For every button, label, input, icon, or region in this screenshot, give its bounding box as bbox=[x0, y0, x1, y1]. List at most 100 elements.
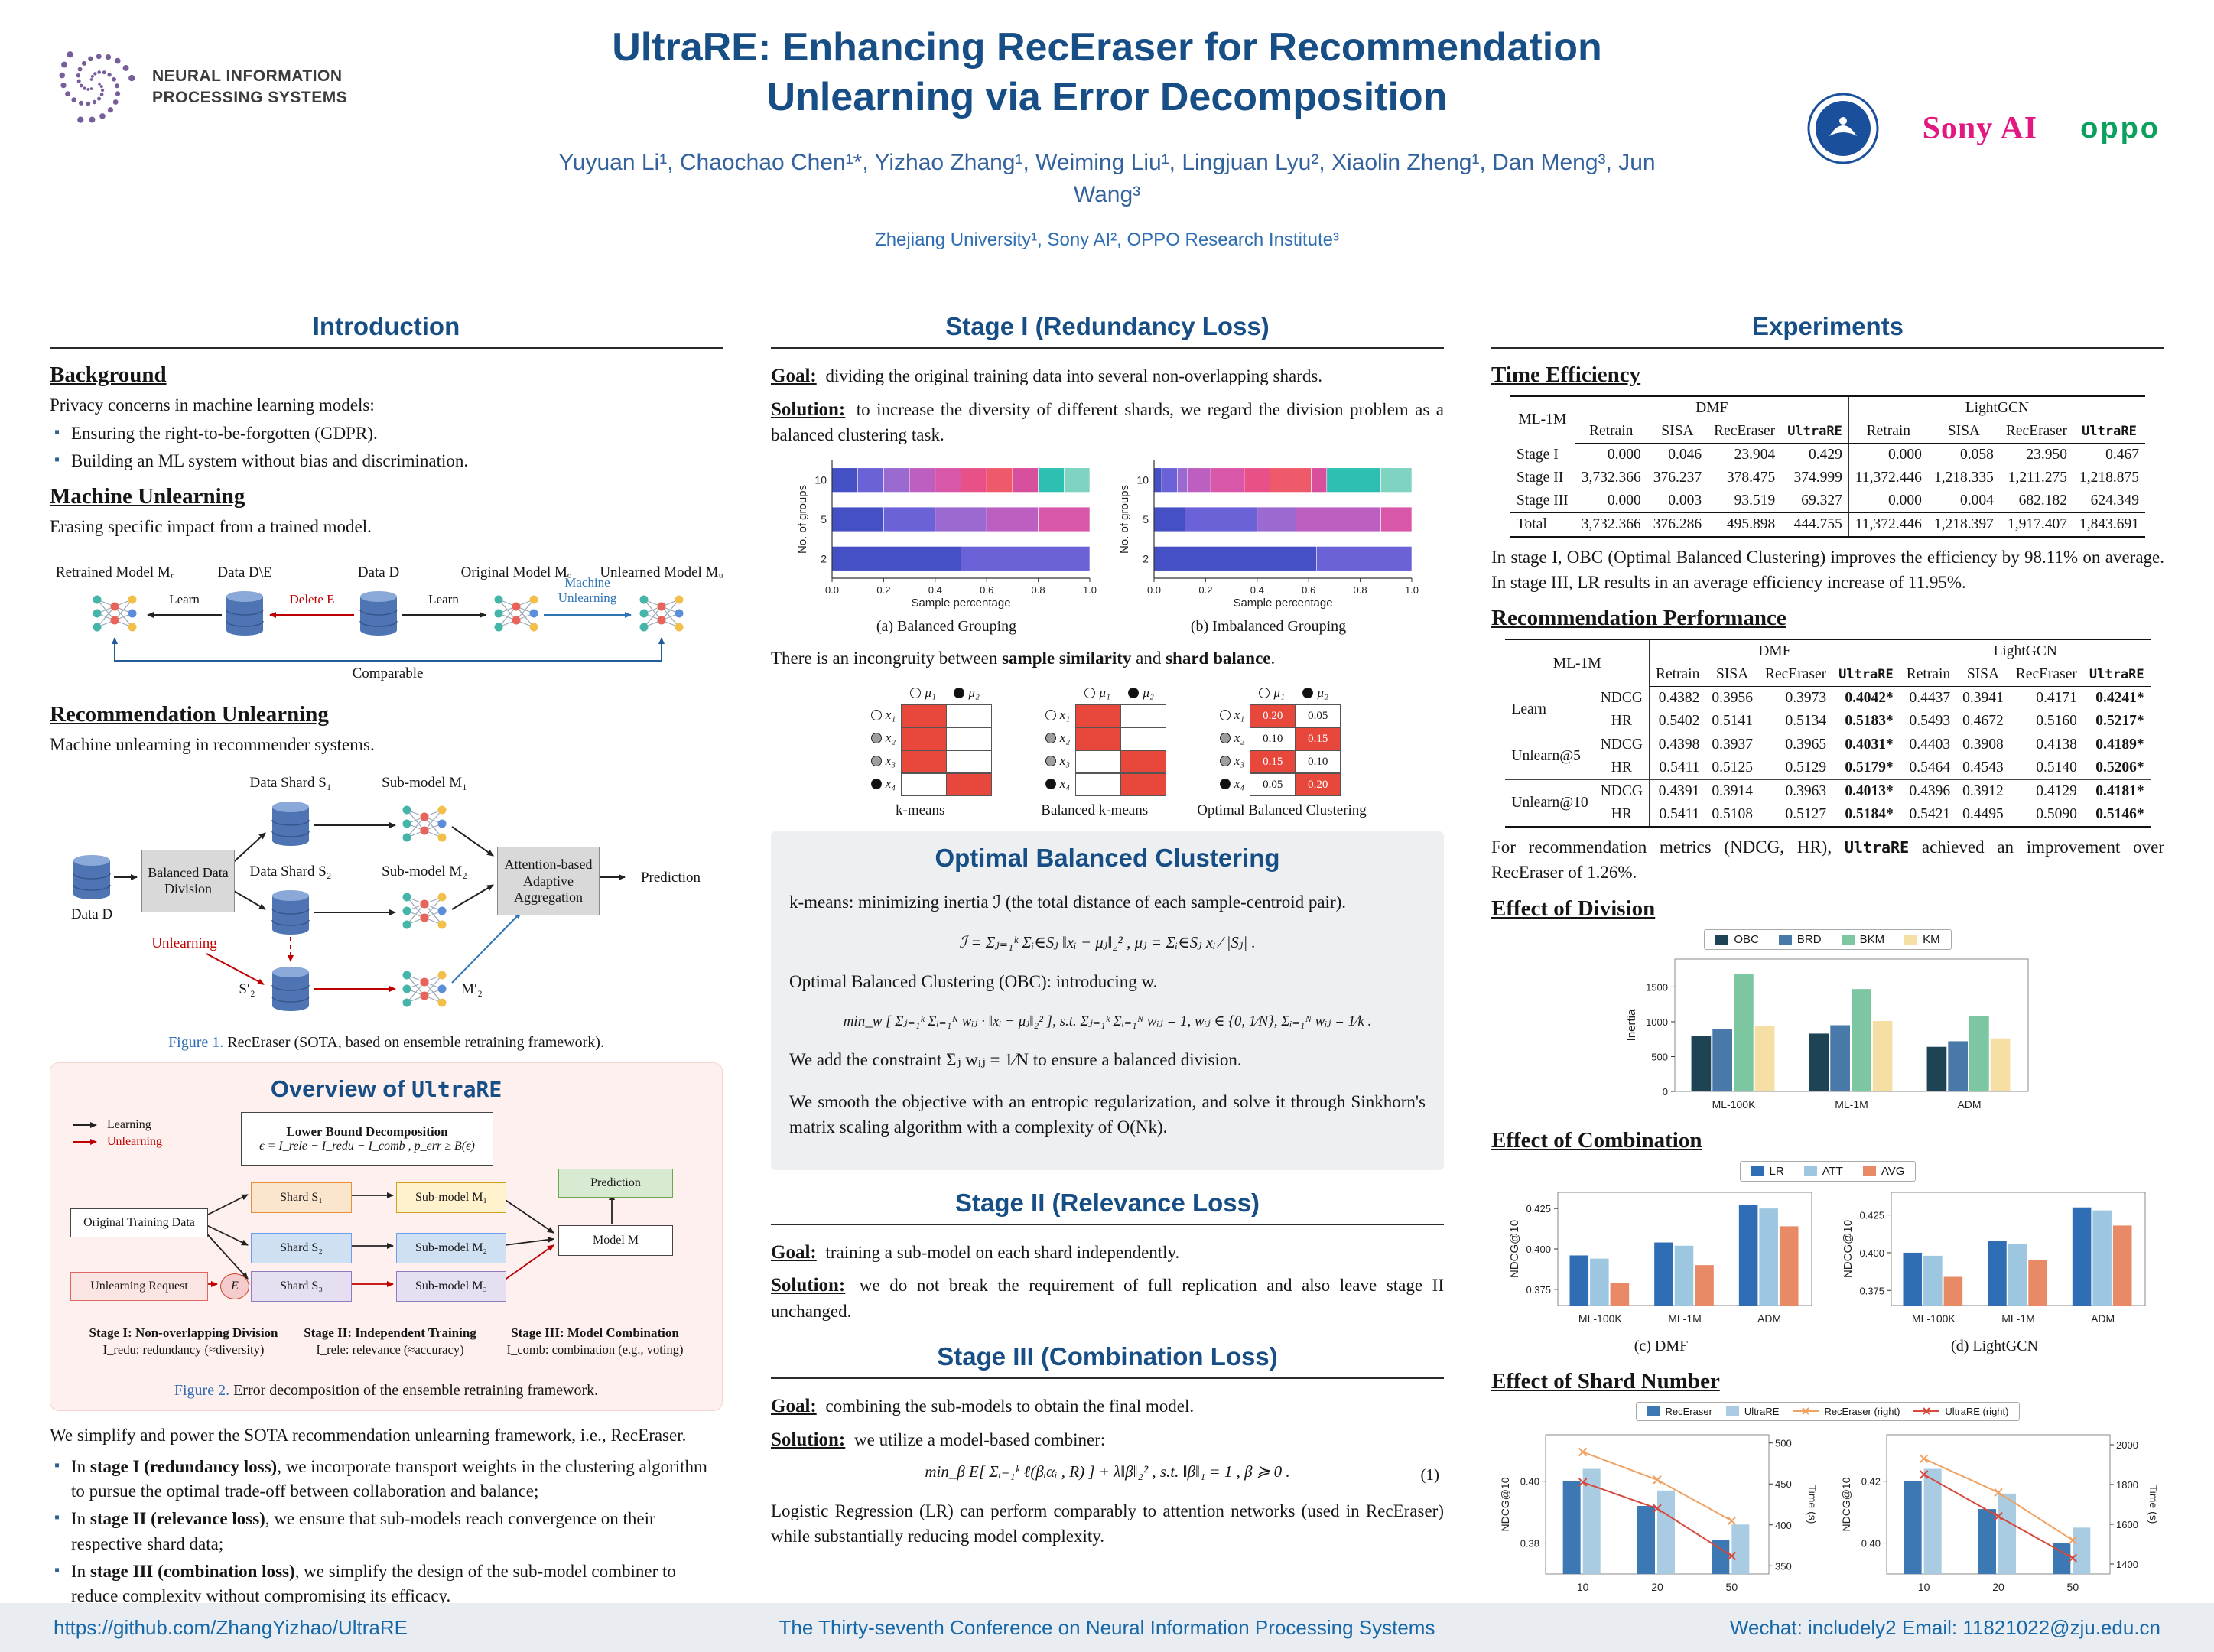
error-decomposition-figure: Lower Bound Decomposition ϵ = I_rele − I… bbox=[69, 1112, 704, 1376]
neural-network-icon bbox=[639, 595, 684, 632]
legend-swatch-icon bbox=[1778, 934, 1792, 945]
table-header-cell: Retrain bbox=[1649, 663, 1706, 688]
table-cell: 0.5183* bbox=[1845, 713, 1894, 730]
shard-1-box: Shard S₁ bbox=[251, 1182, 352, 1214]
svg-text:0.2: 0.2 bbox=[876, 584, 890, 596]
table-cell: 0.4189* bbox=[2082, 733, 2151, 757]
legend-label: LR bbox=[1769, 1164, 1784, 1178]
svg-text:20: 20 bbox=[1992, 1581, 2004, 1593]
svg-text:NDCG@10: NDCG@10 bbox=[1842, 1220, 1855, 1278]
table-cell: 0.3956 bbox=[1712, 690, 1753, 707]
svg-text:20: 20 bbox=[1651, 1581, 1663, 1593]
legend-item: BRD bbox=[1778, 932, 1822, 946]
unlearning-arrow-icon bbox=[73, 1139, 97, 1146]
obc-title: Optimal Balanced Clustering bbox=[935, 844, 1280, 873]
svg-text:1.0: 1.0 bbox=[1083, 584, 1097, 596]
unlearned-model-label: Unlearned Model Mᵤ bbox=[600, 564, 723, 581]
list-item: Ensuring the right-to-be-forgotten (GDPR… bbox=[50, 421, 723, 446]
balanced-data-division-box: Balanced Data Division bbox=[141, 850, 235, 913]
original-model-label: Original Model Mₒ bbox=[460, 564, 572, 581]
svg-text:0.6: 0.6 bbox=[980, 584, 993, 596]
legend-item: LR bbox=[1751, 1165, 1784, 1178]
method-column: Stage I (Redundancy Loss) Goal: dividing… bbox=[771, 312, 1444, 1567]
assignment-cell bbox=[1120, 704, 1167, 728]
point-marker bbox=[910, 688, 922, 699]
unlearning-label: Unlearning bbox=[151, 935, 217, 952]
svg-text:0.6: 0.6 bbox=[1302, 584, 1315, 596]
svg-text:ML-100K: ML-100K bbox=[1578, 1312, 1622, 1325]
github-link[interactable]: https://github.com/ZhangYizhao/UltraRE bbox=[54, 1615, 408, 1639]
table-cell: 0.4042* bbox=[1845, 690, 1894, 707]
table-cell: 0.3912 bbox=[1956, 779, 2010, 804]
table-header-cell: DMF bbox=[1695, 400, 1728, 416]
legend-item: ATT bbox=[1803, 1165, 1843, 1178]
assignment-cell bbox=[1120, 750, 1167, 774]
introduction-column: Introduction Background Privacy concerns… bbox=[50, 312, 723, 1616]
assignment-cell: 0.10 bbox=[1250, 727, 1296, 751]
panel-caption: k-means bbox=[896, 802, 945, 819]
svg-text:ML-1M: ML-1M bbox=[2001, 1312, 2035, 1325]
authors: Yuyuan Li¹, Chaochao Chen¹*, Yizhao Zhan… bbox=[558, 150, 1656, 207]
updated-sub-model-label: M′₂ bbox=[461, 981, 483, 998]
svg-text:2: 2 bbox=[1143, 552, 1149, 564]
legend-label: RecEraser (right) bbox=[1824, 1405, 1900, 1417]
section-title-stage1: Stage I (Redundancy Loss) bbox=[945, 312, 1270, 340]
metric-label: NDCG bbox=[1594, 686, 1650, 711]
table-cell: 0.4382 bbox=[1658, 690, 1700, 707]
svg-text:ML-1M: ML-1M bbox=[1835, 1098, 1868, 1111]
stage-bullets: In stage I (redundancy loss), we incorpo… bbox=[50, 1455, 723, 1608]
data-shard-2-label: Data Shard S₂ bbox=[249, 863, 332, 880]
retrained-model-label: Retrained Model Mᵣ bbox=[55, 564, 174, 581]
contact-info[interactable]: Wechat: includely2 Email: 11821022@zju.e… bbox=[1729, 1615, 2160, 1639]
background-bullets: Ensuring the right-to-be-forgotten (GDPR… bbox=[50, 421, 723, 473]
panel-caption: Optimal Balanced Clustering bbox=[1197, 802, 1367, 819]
table-cell: 0.000 bbox=[1607, 493, 1641, 509]
svg-text:ADM: ADM bbox=[2091, 1312, 2115, 1325]
legend-label: AVG bbox=[1881, 1164, 1905, 1178]
table-header-cell: SISA bbox=[1647, 420, 1708, 444]
summary-paragraph: We simplify and power the SOTA recommend… bbox=[50, 1426, 687, 1446]
point-marker bbox=[1128, 688, 1140, 699]
background-heading: Background bbox=[50, 363, 167, 387]
table-header-cell: SISA bbox=[1927, 420, 2000, 444]
table-cell: 23.904 bbox=[1734, 447, 1776, 463]
table-cell: 0.000 bbox=[1607, 447, 1641, 463]
table-cell: 376.286 bbox=[1647, 512, 1708, 537]
list-item: In stage II (relevance loss), we ensure … bbox=[50, 1507, 723, 1556]
table-cell: 11,372.446 bbox=[1848, 512, 1928, 537]
svg-text:0.0: 0.0 bbox=[825, 584, 839, 596]
table-cell: 0.4398 bbox=[1649, 733, 1706, 757]
prediction-label: Prediction bbox=[640, 870, 701, 886]
learning-arrow-icon bbox=[73, 1122, 97, 1129]
svg-text:0.40: 0.40 bbox=[1861, 1537, 1881, 1549]
overview-panel: Overview of UltraRE bbox=[50, 1062, 723, 1412]
data-de-cylinder-icon bbox=[224, 589, 265, 642]
svg-text:1400: 1400 bbox=[2116, 1559, 2138, 1570]
updated-shard-label: S′₂ bbox=[239, 981, 255, 998]
assignment-cell bbox=[1120, 727, 1167, 751]
stage1-goal: Goal: dividing the original training dat… bbox=[771, 366, 1323, 386]
point-marker bbox=[1219, 733, 1231, 744]
table-cell: 0.5129 bbox=[1785, 759, 1827, 776]
kmeans-definition: k-means: minimizing inertia ℐ (the total… bbox=[789, 893, 1347, 912]
point-marker bbox=[870, 733, 882, 744]
unlearned-model-icon bbox=[636, 592, 687, 639]
legend-item: UltraRE (right) bbox=[1913, 1406, 2008, 1417]
svg-text:50: 50 bbox=[1726, 1581, 1738, 1593]
delete-e-label: Delete E bbox=[289, 592, 335, 607]
svg-text:Inertia: Inertia bbox=[1625, 1009, 1638, 1041]
divider bbox=[771, 347, 1444, 349]
table-cell: 0.4543 bbox=[1962, 759, 2004, 776]
svg-text:0.425: 0.425 bbox=[1859, 1209, 1884, 1221]
legend-label: BRD bbox=[1796, 932, 1822, 946]
legend-item: OBC bbox=[1715, 933, 1759, 946]
figure-1-caption: Figure 1. RecEraser (SOTA, based on ense… bbox=[168, 1034, 604, 1052]
sub-model-1-label: Sub-model M₁ bbox=[382, 775, 467, 792]
legend-item: AVG bbox=[1862, 1164, 1905, 1178]
